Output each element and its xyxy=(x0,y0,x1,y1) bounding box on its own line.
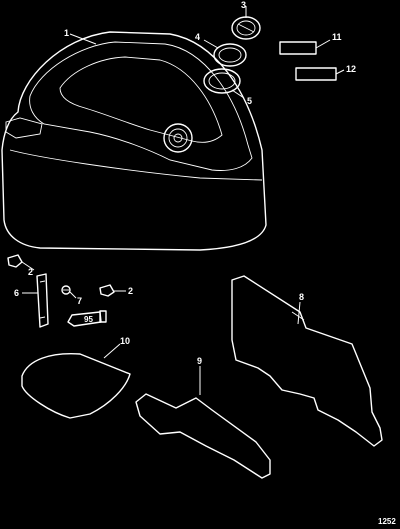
callout-2-right: 2 xyxy=(128,286,133,296)
screw-part xyxy=(61,285,71,295)
pad-part xyxy=(21,353,131,419)
tube-label: 95 xyxy=(84,315,93,324)
callout-8: 8 xyxy=(299,292,304,302)
callout-5: 5 xyxy=(247,96,252,106)
sealant-tube-part: 95 xyxy=(67,310,107,327)
foam-strip-part xyxy=(135,393,271,479)
callout-11: 11 xyxy=(332,32,342,42)
callout-3: 3 xyxy=(241,0,246,10)
grommet-right-part xyxy=(99,284,115,297)
decal-12-part xyxy=(295,67,337,81)
callout-2-left: 2 xyxy=(28,267,33,277)
callout-1: 1 xyxy=(64,28,69,38)
callout-10: 10 xyxy=(120,336,130,346)
bracket-part xyxy=(36,273,49,328)
decal-11-part xyxy=(279,41,317,55)
callout-4: 4 xyxy=(195,32,200,42)
callout-7: 7 xyxy=(77,296,82,306)
top-cowl-part xyxy=(1,31,267,251)
cap-part xyxy=(231,16,261,40)
seal-ring-part xyxy=(213,43,247,67)
gasket-ring-part xyxy=(203,68,241,94)
callout-9: 9 xyxy=(197,356,202,366)
acoustic-panel-part xyxy=(231,275,383,447)
callout-6: 6 xyxy=(14,288,19,298)
callout-12: 12 xyxy=(346,64,356,74)
leader-lines xyxy=(21,6,345,395)
figure-number: 1252 xyxy=(378,517,396,526)
grommet-left-part xyxy=(7,254,23,268)
